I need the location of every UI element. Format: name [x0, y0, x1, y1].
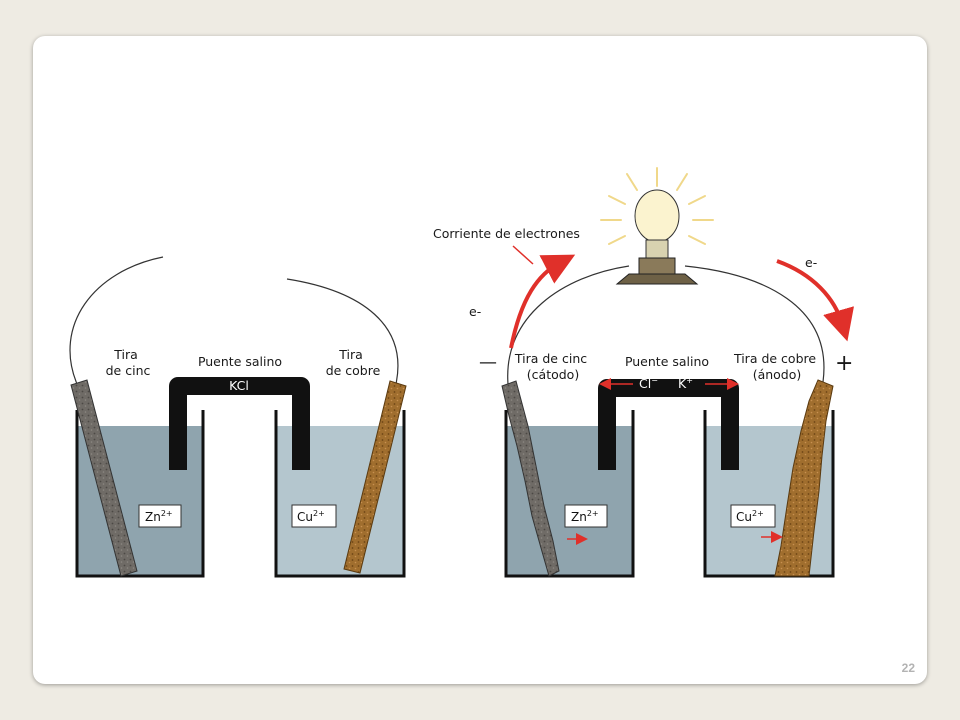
electron-label-left: e- — [469, 304, 481, 319]
right-salt-bridge — [598, 379, 739, 470]
svg-text:Cu2+: Cu2+ — [736, 509, 764, 524]
electron-current-label: Corriente de electrones — [433, 226, 580, 241]
right-zinc-strip — [501, 380, 560, 577]
right-cation-label: K+ — [678, 376, 693, 391]
light-bulb-icon — [600, 167, 714, 285]
right-anion-label: Cl− — [639, 376, 658, 391]
right-wire-zinc — [507, 265, 630, 385]
left-bridge-salt: KCl — [229, 378, 249, 393]
plus-sign: + — [835, 351, 853, 376]
right-copper-ion-label: Cu2+ — [730, 504, 776, 528]
right-salt-bridge-label: Puente salino — [625, 354, 709, 369]
slide-number: 22 — [901, 661, 915, 675]
left-wire-zinc — [69, 256, 164, 385]
left-zinc-ion-label: Zn2+ — [138, 504, 182, 528]
right-zinc-strip-label: Tira de cinc (cátodo) — [514, 351, 591, 382]
right-zinc-ion-label: Zn2+ — [564, 504, 608, 528]
electron-arrow-left — [509, 254, 576, 349]
electron-arrow-right — [776, 259, 854, 342]
electron-label-right: e- — [805, 255, 817, 270]
svg-text:Zn2+: Zn2+ — [145, 509, 173, 524]
left-salt-bridge-label: Puente salino — [198, 354, 282, 369]
minus-sign: — — [479, 352, 497, 373]
left-zinc-strip-label: Tira de cinc — [106, 347, 151, 378]
slide: KCl Puente salino Tira de cinc Tira de c… — [33, 36, 927, 684]
right-wire-copper — [684, 265, 825, 383]
svg-text:Cu2+: Cu2+ — [297, 509, 325, 524]
left-copper-ion-label: Cu2+ — [291, 504, 337, 528]
left-zinc-strip — [70, 379, 138, 577]
left-salt-bridge — [169, 377, 310, 470]
right-cell: Corriente de electrones e- e- — + Cl− — [433, 167, 854, 578]
right-copper-strip — [774, 379, 834, 577]
right-copper-strip-label: Tira de cobre (ánodo) — [733, 351, 820, 382]
left-cell: KCl Puente salino Tira de cinc Tira de c… — [69, 256, 407, 578]
svg-text:Zn2+: Zn2+ — [571, 509, 599, 524]
left-wire-copper — [286, 278, 399, 385]
current-pointer — [512, 245, 534, 265]
left-copper-strip — [343, 380, 407, 574]
left-copper-strip-label: Tira de cobre — [326, 347, 381, 378]
galvanic-cell-diagram: KCl Puente salino Tira de cinc Tira de c… — [69, 167, 854, 578]
